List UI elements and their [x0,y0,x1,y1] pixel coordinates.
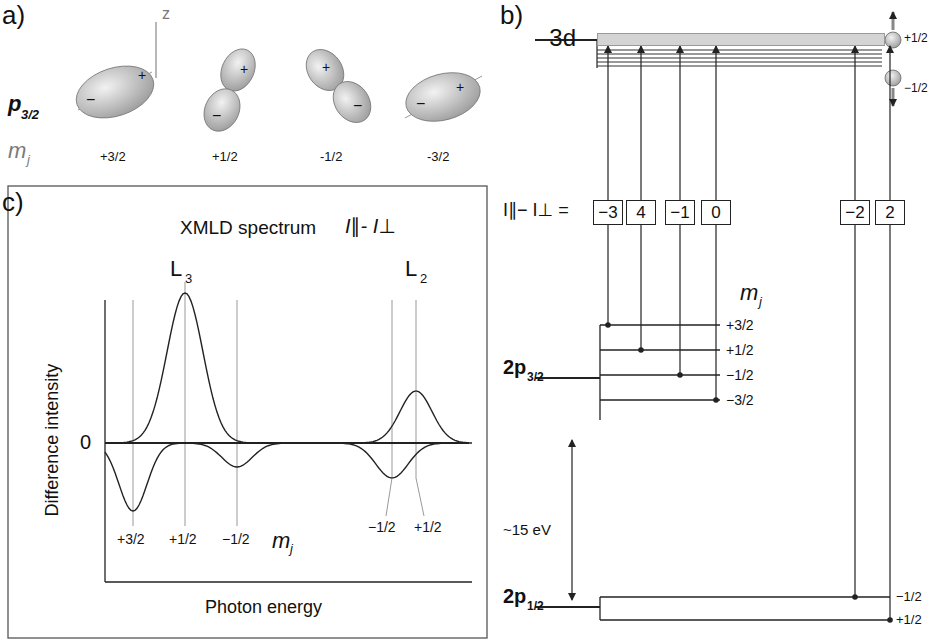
mj-value: -3/2 [427,150,449,163]
intensity-box: −3 [593,200,623,225]
level-name: 2p [503,586,526,606]
intensity-value: −3 [598,203,617,223]
level-2p12 [535,597,890,620]
quantum-number: m [8,140,26,162]
intensity-value: −1 [670,203,689,223]
transition-arrow [640,46,641,200]
gaussian-peak [105,391,469,443]
edge-name: L [405,258,417,280]
z-axis [155,22,156,78]
orbital-name: p [8,93,21,115]
transition-arrow [854,46,855,200]
transition-arrow [607,46,608,200]
edge-name: L [170,258,182,280]
intensity-box: 2 [875,200,905,225]
mj-value: +3/2 [100,150,126,163]
gaussian-peak [105,293,469,443]
spin-value: −1/2 [904,82,928,94]
intensity-box: 4 [626,200,656,225]
chart-title: XMLD spectrum [180,218,316,237]
panel-letter: a) [2,2,25,28]
guide-line [133,282,424,526]
energy-gap-arrow [571,440,572,600]
mj-value: +3/2 [117,532,145,546]
mj-value: −3/2 [726,393,754,407]
lobe-sign: + [240,62,248,76]
axis-name: z [162,6,170,22]
quantum-number: m [272,530,290,552]
mj-value: +1/2 [212,150,238,163]
mj-value: −1/2 [726,368,754,382]
intensity-value: 4 [636,203,645,223]
lobe-sign: − [353,98,362,114]
axis-title: Photon energy [205,598,322,616]
intensity-box: 0 [701,200,731,225]
orbital-1-2 [197,43,262,137]
panel-letter: b) [500,2,523,28]
spin-value: +1/2 [904,32,928,44]
mj-value: −1/2 [368,520,396,534]
lobe-sign: − [86,92,95,108]
mj-value: +1/2 [169,532,197,546]
band-name: 3d [549,26,576,50]
lobe-sign: − [212,108,221,124]
intensity-box: −1 [665,200,695,225]
mj-value: +1/2 [726,343,754,357]
subscript: 3 [185,272,192,285]
orbital-minus-1-2 [298,42,378,130]
spectrum-curve [105,293,469,511]
spin-down-band [597,50,882,66]
subscript: j [27,153,30,166]
gaussian-peak [105,443,469,467]
subscript: 2 [420,272,427,285]
transition-line [608,224,890,620]
intensity-formula: I∥− I⊥ = [503,201,569,219]
intensity-box: −2 [840,200,870,225]
level-dot [605,322,893,623]
intensity-value: 2 [885,203,894,223]
subscript: j [759,295,762,308]
mj-value: -1/2 [320,150,342,163]
intensity-formula: I∥- I⊥ [345,216,396,236]
panel-letter: c) [2,189,24,215]
orbital-minus-3-2 [400,65,485,129]
subscript: 3/2 [21,108,39,121]
energy-gap: ~15 eV [503,522,551,537]
mj-value: −1/2 [222,532,250,546]
lobe-sign: + [138,68,146,82]
spin-up-ball [885,12,901,48]
subscript: 3/2 [527,371,544,383]
mj-value: +3/2 [726,318,754,332]
transition-arrow [679,46,680,200]
intensity-value: 0 [711,203,720,223]
panel-frame [8,186,487,638]
lobe-sign: + [322,60,330,74]
mj-value: −1/2 [896,590,922,603]
spin-down-ball [885,70,901,106]
mj-value: +1/2 [414,520,442,534]
axes [105,300,472,582]
axis-zero: 0 [80,432,91,452]
gaussian-peak [105,443,469,478]
transition-arrow [715,46,716,200]
level-name: 2p [503,357,526,377]
energy-band: 3d [597,33,885,46]
level-2p32 [535,325,720,420]
gaussian-peak [105,443,469,511]
subscript: 1/2 [527,600,544,612]
mj-value: +1/2 [896,613,922,626]
orbital-3-2 [70,57,161,127]
quantum-number: m [740,282,758,304]
intensity-value: −2 [845,203,864,223]
axis-title: Difference intensity [43,364,61,517]
lobe-sign: − [416,96,425,112]
transition-arrow [889,46,890,200]
lobe-sign: + [456,80,464,94]
subscript: j [290,542,293,555]
